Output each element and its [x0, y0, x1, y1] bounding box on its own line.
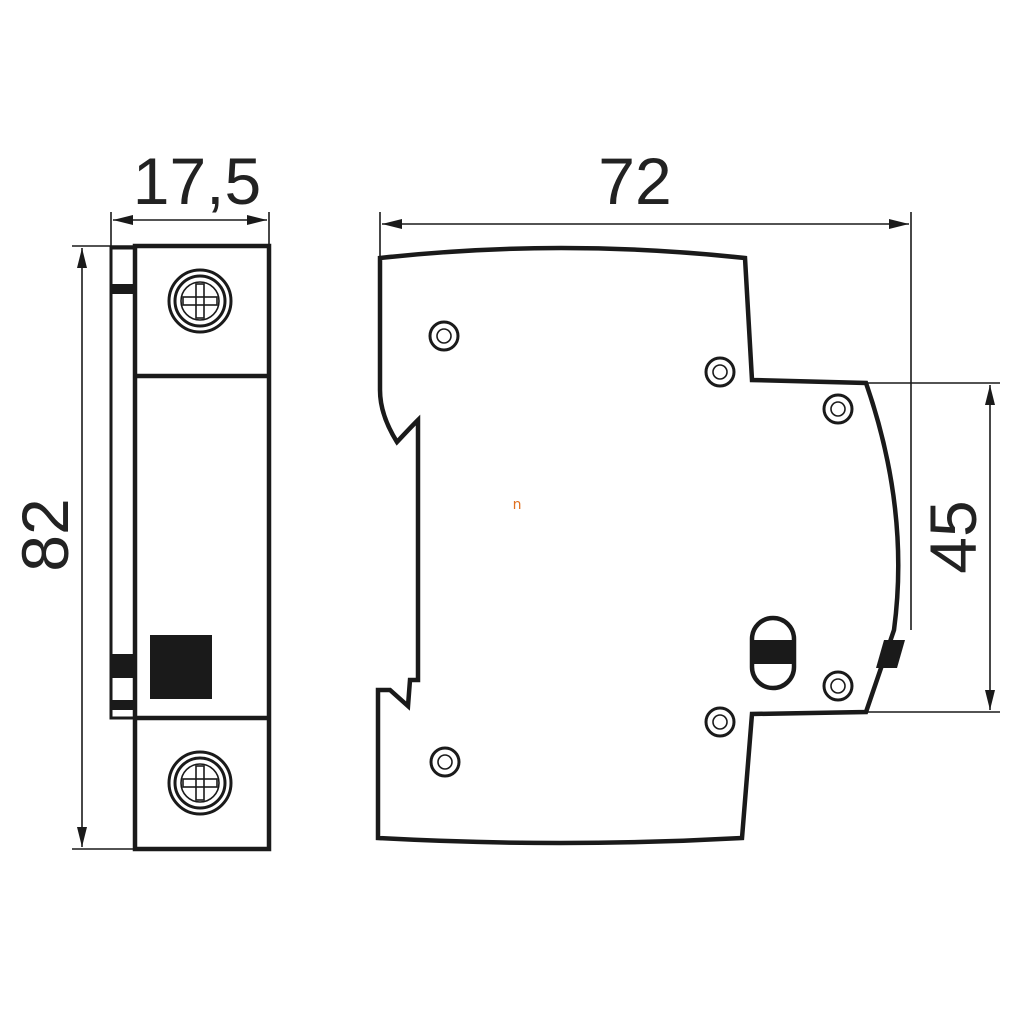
side-rail-strip [109, 246, 137, 720]
screw-hole [428, 320, 460, 352]
side-slot-bottom [111, 654, 135, 678]
screw-hole [822, 393, 854, 425]
side-body [132, 243, 272, 852]
front-body-outline [375, 245, 901, 846]
terminal-screw-top [167, 268, 233, 334]
dim-label-height-total: 82 [8, 498, 82, 571]
terminal-screw-bottom [167, 750, 233, 816]
side-slot-lower [111, 700, 135, 710]
dim-label-width-front: 72 [598, 144, 671, 218]
side-slot-top [111, 284, 135, 294]
side-view: 17,5 82 [8, 144, 272, 852]
screw-hole [704, 706, 736, 738]
screw-hole [429, 746, 461, 778]
dim-label-width-side: 17,5 [133, 144, 261, 218]
indicator-window [150, 635, 212, 699]
dim-label-height-front: 45 [916, 500, 990, 573]
oval-lever [749, 615, 797, 691]
front-view: n 72 45 [375, 144, 1000, 846]
screw-hole [822, 670, 854, 702]
screw-hole [704, 356, 736, 388]
front-contact-mark [876, 640, 905, 668]
center-mark: n [513, 497, 522, 513]
